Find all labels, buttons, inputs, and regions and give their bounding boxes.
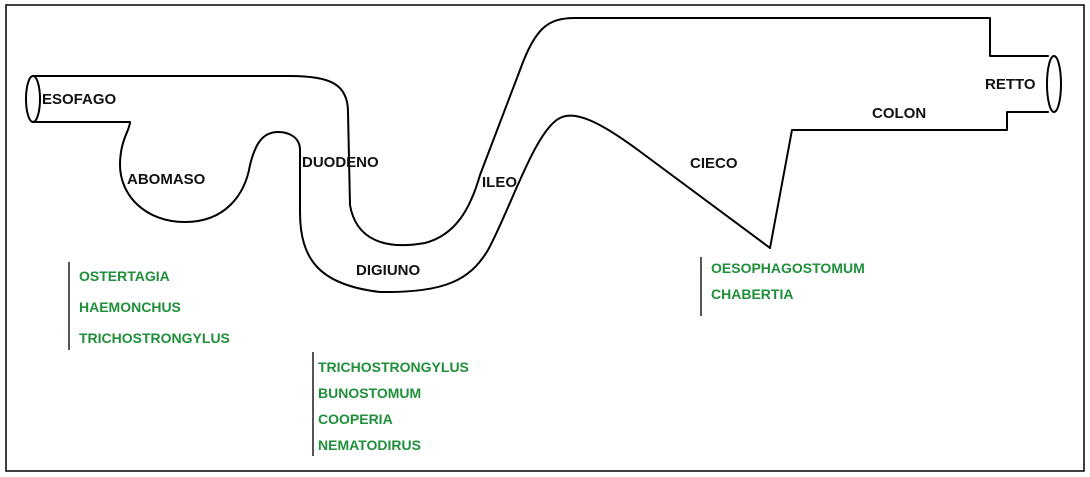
esophagus-opening xyxy=(25,75,41,123)
label-retto: RETTO xyxy=(985,76,1036,93)
label-abomaso: ABOMASO xyxy=(127,171,206,188)
abomasum-outline xyxy=(32,121,251,223)
parasite-label: HAEMONCHUS xyxy=(79,299,181,315)
tract-upper-outline xyxy=(32,17,1049,247)
parasite-label: COOPERIA xyxy=(318,411,393,427)
label-colon: COLON xyxy=(872,105,926,122)
colon-lower-outline xyxy=(769,111,1049,249)
diagram-border xyxy=(5,4,1085,472)
rectum-opening xyxy=(1046,55,1062,113)
label-duodeno: DUODENO xyxy=(302,154,379,171)
parasite-label: OESOPHAGOSTOMUM xyxy=(711,260,865,276)
label-digiuno: DIGIUNO xyxy=(356,262,421,279)
parasite-label: NEMATODIRUS xyxy=(318,437,421,453)
parasite-label: TRICHOSTRONGYLUS xyxy=(79,330,230,346)
label-cieco: CIECO xyxy=(690,155,738,172)
label-ileo: ILEO xyxy=(482,174,517,191)
parasite-label: CHABERTIA xyxy=(711,286,793,302)
parasite-label: OSTERTAGIA xyxy=(79,268,170,284)
cecum-outline xyxy=(379,114,771,294)
jejunum-outline xyxy=(249,131,381,293)
label-esofago: ESOFAGO xyxy=(42,91,117,108)
parasite-label: TRICHOSTRONGYLUS xyxy=(318,359,469,375)
parasite-label: BUNOSTOMUM xyxy=(318,385,421,401)
